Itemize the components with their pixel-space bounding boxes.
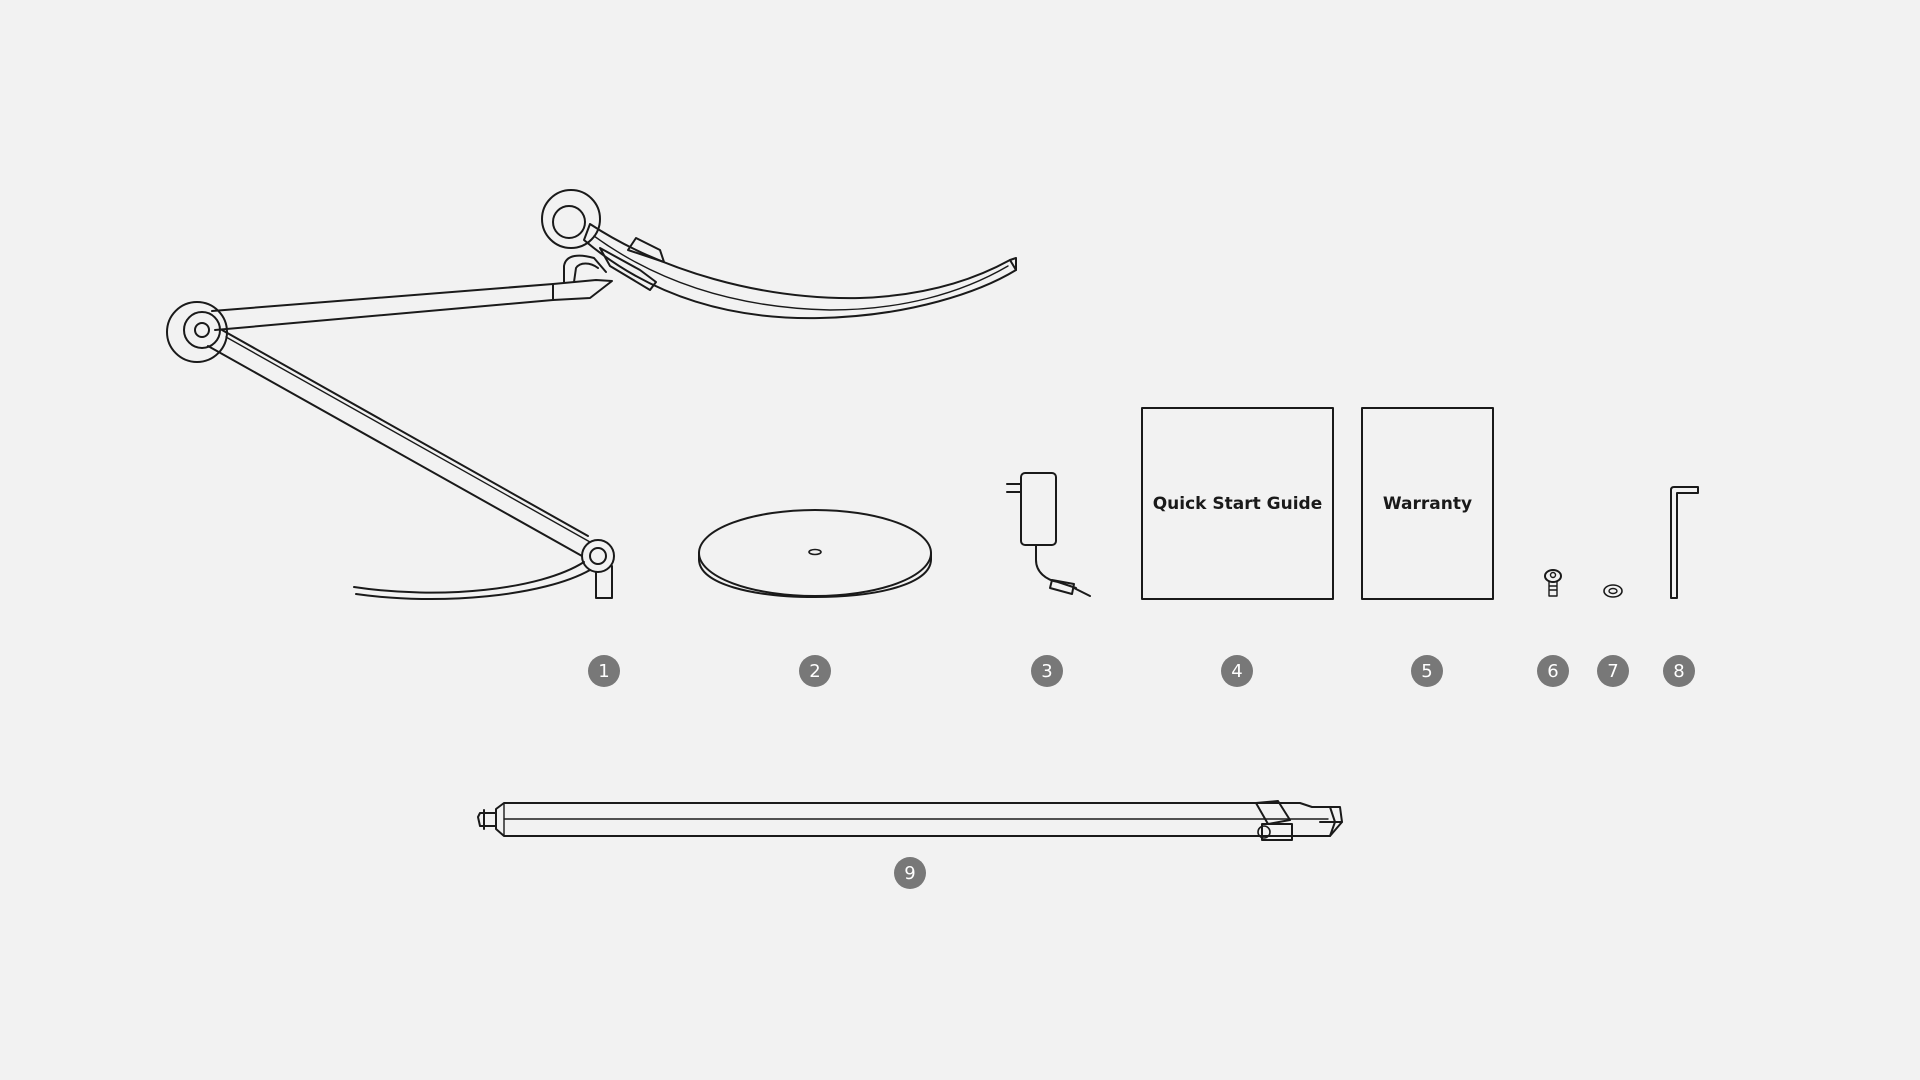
warranty-label: Warranty: [1382, 493, 1473, 514]
light-head: [583, 223, 1017, 320]
extension-pole: [477, 800, 1343, 841]
base-plate-top: [698, 509, 932, 597]
base-joint-post: [595, 565, 613, 599]
pole-end-cap: [1319, 806, 1343, 837]
head-switch: [627, 237, 665, 263]
power-adapter: [1006, 472, 1091, 597]
item-badge-4: 4: [1221, 655, 1253, 687]
screw: [1544, 569, 1562, 597]
head-connector: [599, 247, 657, 291]
lower-arm-edge: [225, 336, 591, 543]
warranty-booklet: [1361, 407, 1494, 600]
screw-thread: [1548, 581, 1558, 597]
screw-head: [1544, 569, 1562, 583]
item-badge-2: 2: [799, 655, 831, 687]
item-badge-6: 6: [1537, 655, 1569, 687]
pole-tip: [477, 809, 497, 830]
base-curve: [353, 561, 591, 600]
washer-ring: [1603, 584, 1623, 598]
quick-start-guide-label: Quick Start Guide: [1152, 493, 1323, 514]
item-badge-8: 8: [1663, 655, 1695, 687]
base-plate-hole: [808, 548, 822, 556]
lamp-arm-assembly: [166, 189, 1017, 600]
head-hinge-bracket: [563, 254, 607, 283]
adapter-plug: [1049, 579, 1091, 597]
pole-clamp-knob: [1257, 825, 1271, 839]
light-head-inner-edge: [593, 235, 1009, 311]
item-badge-5: 5: [1411, 655, 1443, 687]
base-joint-inner: [589, 547, 607, 565]
screw-socket: [1549, 571, 1557, 579]
quick-start-guide-booklet: [1141, 407, 1334, 600]
base-plate: [698, 509, 932, 598]
item-badge-3: 3: [1031, 655, 1063, 687]
washer: [1603, 584, 1623, 598]
allen-key: [1670, 486, 1699, 599]
elbow-joint-inner: [194, 322, 210, 338]
head-tip: [1009, 257, 1017, 271]
base-plate-side: [698, 552, 932, 598]
pole-clamp: [1255, 800, 1293, 841]
head-hinge-inner: [552, 205, 586, 239]
lower-arm: [207, 329, 589, 557]
base-joint-outer: [581, 539, 615, 573]
item-badge-9: 9: [894, 857, 926, 889]
item-badge-7: 7: [1597, 655, 1629, 687]
head-hinge-outer: [541, 189, 601, 249]
item-badge-1: 1: [588, 655, 620, 687]
pole-body: [495, 802, 1343, 837]
adapter-body: [1020, 472, 1057, 546]
washer-hole: [1608, 587, 1618, 595]
